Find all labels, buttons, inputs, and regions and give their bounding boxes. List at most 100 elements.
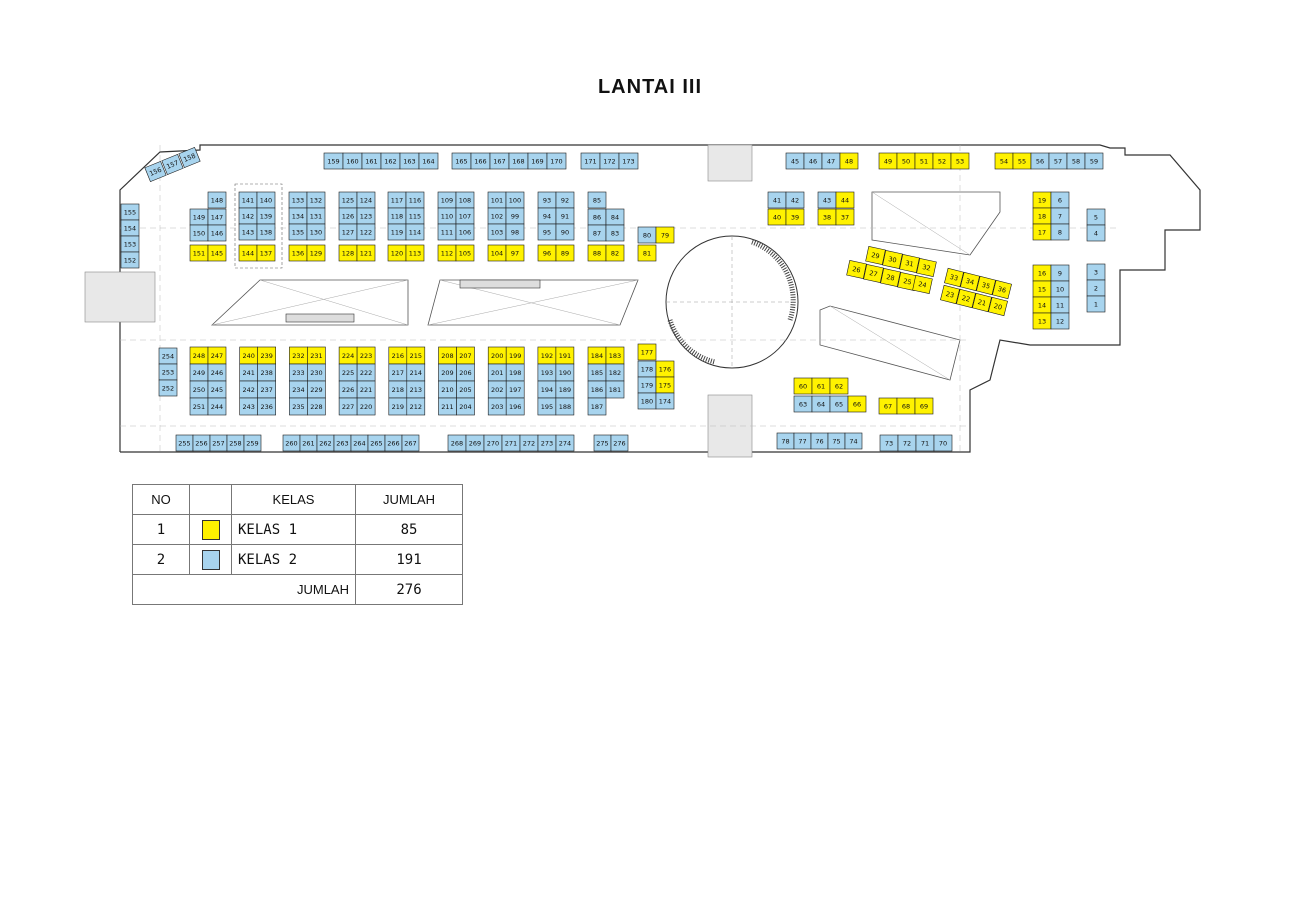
stall-31: 31	[899, 254, 920, 273]
stall-number: 22	[961, 294, 971, 304]
stall-number: 151	[193, 249, 205, 257]
stall-number: 269	[469, 439, 481, 447]
stall-5: 5	[1086, 208, 1106, 226]
stall-number: 72	[903, 439, 911, 447]
stall-number: 68	[902, 402, 910, 410]
stall-136: 136	[288, 244, 308, 262]
stall-number: 40	[773, 213, 781, 221]
stall-69: 69	[914, 397, 934, 415]
stall-number: 148	[211, 196, 223, 204]
stall-238: 238	[257, 363, 277, 382]
stall-number: 91	[561, 212, 569, 220]
stall-number: 125	[342, 196, 354, 204]
stall-265: 265	[367, 434, 386, 452]
stall-number: 134	[292, 212, 304, 220]
stall-box	[1050, 312, 1070, 330]
stall-number: 47	[827, 157, 835, 165]
stall-213: 213	[406, 380, 426, 399]
stall-74: 74	[844, 432, 863, 450]
stall-106: 106	[455, 223, 475, 241]
stall-box	[655, 392, 675, 410]
stall-number: 51	[920, 157, 928, 165]
stall-179: 179	[637, 376, 657, 394]
stall-262: 262	[316, 434, 335, 452]
stall-198: 198	[505, 363, 525, 382]
stall-247: 247	[207, 346, 227, 365]
stall-122: 122	[356, 223, 376, 241]
stall-276: 276	[610, 434, 629, 452]
stall-number: 184	[591, 352, 603, 360]
stall-76: 76	[810, 432, 829, 450]
stall-number: 140	[260, 196, 272, 204]
stall-34: 34	[960, 271, 980, 292]
stall-number: 245	[211, 386, 223, 394]
stall-box	[1086, 295, 1106, 313]
stall-79: 79	[655, 226, 675, 244]
stall-155: 155	[120, 203, 140, 221]
stall-number: 95	[543, 228, 551, 236]
stall-box	[455, 223, 475, 241]
stall-number: 144	[242, 249, 254, 257]
stall-62: 62	[829, 377, 849, 395]
stall-67: 67	[878, 397, 898, 415]
stall-64: 64	[811, 395, 831, 413]
stall-272: 272	[519, 434, 539, 452]
stall-number: 62	[835, 382, 843, 390]
stall-number: 87	[593, 229, 601, 237]
stall-61: 61	[811, 377, 831, 395]
stall-166: 166	[470, 152, 491, 170]
stall-92: 92	[555, 191, 575, 209]
stall-156: 156	[144, 160, 167, 183]
stall-number: 30	[888, 255, 898, 265]
stall-211: 211	[438, 397, 457, 416]
stall-72: 72	[897, 434, 917, 452]
stall-101: 101	[487, 191, 507, 209]
stall-number: 175	[659, 381, 671, 389]
stall-219: 219	[388, 397, 408, 416]
stall-number: 246	[211, 369, 223, 377]
stall-153: 153	[120, 235, 140, 253]
stall-number: 265	[370, 439, 382, 447]
stall-number: 19	[1038, 196, 1046, 204]
stall-number: 276	[613, 439, 625, 447]
stall-box	[605, 380, 625, 399]
stall-188: 188	[555, 397, 575, 416]
stall-number: 121	[360, 249, 372, 257]
stall-number: 39	[791, 213, 799, 221]
stall-268: 268	[447, 434, 467, 452]
stall-number: 126	[342, 212, 354, 220]
stall-260: 260	[282, 434, 301, 452]
stall-box	[207, 397, 227, 416]
stall-261: 261	[299, 434, 318, 452]
stall-224: 224	[338, 346, 358, 365]
stall-number: 3	[1094, 268, 1098, 276]
stall-box	[1086, 224, 1106, 242]
stall-number: 81	[643, 249, 651, 257]
stall-number: 232	[292, 352, 304, 360]
stall-number: 23	[945, 290, 955, 300]
header-kelas: KELAS	[231, 484, 356, 515]
stall-9: 9	[1050, 264, 1070, 282]
stall-121: 121	[356, 244, 376, 262]
stall-number: 205	[459, 386, 471, 394]
swatch-cell	[189, 544, 232, 575]
stall-71: 71	[915, 434, 935, 452]
stall-245: 245	[207, 380, 227, 399]
stall-number: 34	[965, 277, 975, 287]
stall-150: 150	[189, 224, 209, 242]
stall-40: 40	[767, 208, 787, 226]
stall-box	[916, 258, 937, 277]
stall-6: 6	[1050, 191, 1070, 209]
legend-table: NO KELAS JUMLAH 1 KELAS 1 85 2 KELAS 2 1…	[132, 484, 463, 605]
stall-number: 210	[441, 386, 453, 394]
stall-140: 140	[256, 191, 276, 209]
stall-number: 93	[543, 196, 551, 204]
stall-number: 200	[491, 352, 503, 360]
stall-number: 194	[541, 386, 553, 394]
stall-number: 55	[1018, 157, 1026, 165]
stall-number: 33	[949, 273, 959, 283]
stall-box	[405, 244, 425, 262]
stall-141: 141	[238, 191, 258, 209]
stall-number: 11	[1056, 301, 1064, 309]
